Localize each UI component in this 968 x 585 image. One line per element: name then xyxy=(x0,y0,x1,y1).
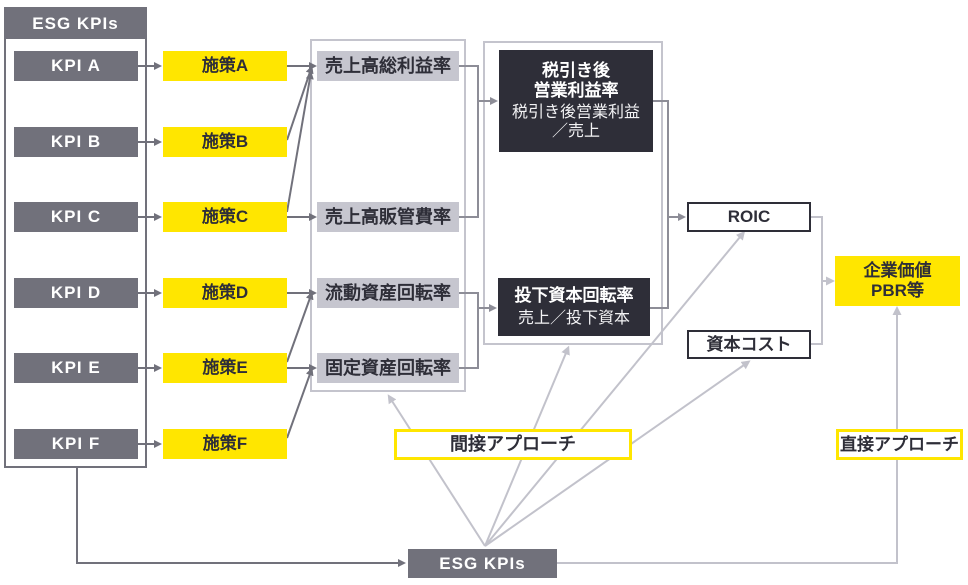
driver-title: 投下資本回転率 xyxy=(514,286,634,306)
ratio-sga-ratio: 売上高販管費率 xyxy=(317,202,459,232)
measure-d: 施策D xyxy=(163,278,287,308)
measure-a: 施策A xyxy=(163,51,287,81)
ratio-current-asset-turnover: 流動資産回転率 xyxy=(317,278,459,308)
indirect-approach-label: 間接アプローチ xyxy=(394,429,632,460)
driver-invested-capital-turnover: 投下資本回転率 売上／投下資本 xyxy=(498,278,650,336)
capital-cost-box: 資本コスト xyxy=(687,330,811,359)
esg-kpi-panel: ESG KPIs xyxy=(4,7,147,468)
driver-formula: 売上／投下資本 xyxy=(517,309,630,327)
esg-kpi-panel-title: ESG KPIs xyxy=(6,9,145,39)
ratio-gross-margin: 売上高総利益率 xyxy=(317,51,459,81)
enterprise-value-line2: PBR等 xyxy=(871,281,924,300)
enterprise-value-line1: 企業価値 xyxy=(863,261,932,281)
esg-kpis-bottom-box: ESG KPIs xyxy=(408,549,557,578)
kpi-c: KPI C xyxy=(14,202,138,232)
enterprise-value-box: 企業価値 PBR等 xyxy=(835,256,960,306)
driver-after-tax-operating-margin: 税引き後 営業利益率 税引き後営業利益 ／売上 xyxy=(499,50,653,152)
driver-title: 税引き後 営業利益率 xyxy=(533,61,619,100)
direct-approach-label: 直接アプローチ xyxy=(836,429,963,460)
measure-e: 施策E xyxy=(163,353,287,383)
measure-c: 施策C xyxy=(163,202,287,232)
measure-b: 施策B xyxy=(163,127,287,157)
kpi-d: KPI D xyxy=(14,278,138,308)
ratio-fixed-asset-turnover: 固定資産回転率 xyxy=(317,353,459,383)
kpi-a: KPI A xyxy=(14,51,138,81)
kpi-b: KPI B xyxy=(14,127,138,157)
measure-f: 施策F xyxy=(163,429,287,459)
roic-box: ROIC xyxy=(687,202,811,232)
kpi-f: KPI F xyxy=(14,429,138,459)
driver-formula: 税引き後営業利益 ／売上 xyxy=(511,104,640,140)
kpi-e: KPI E xyxy=(14,353,138,383)
